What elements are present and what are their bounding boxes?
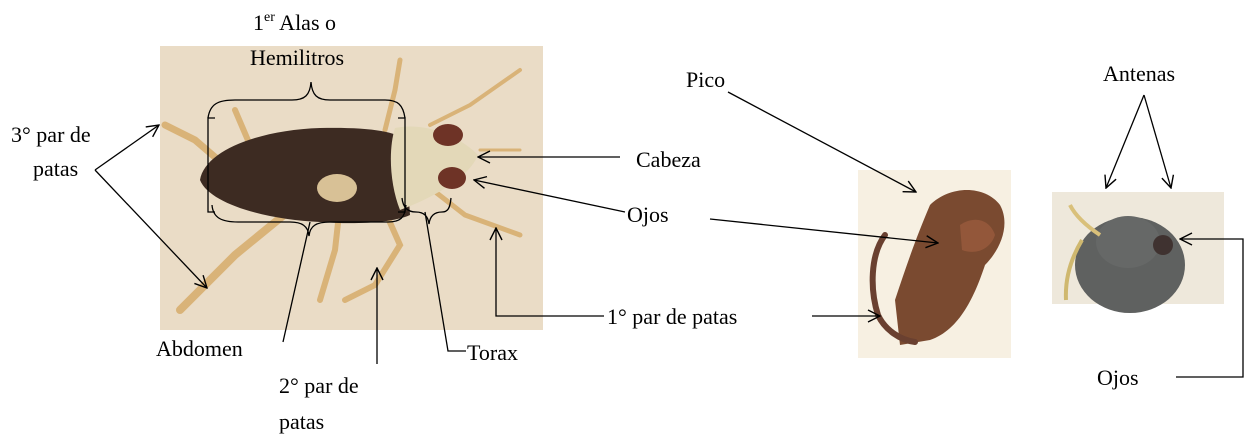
label-abdomen: Abdomen [156,336,243,361]
pico-arrow [728,92,916,192]
insect-photo-antenas [1052,192,1224,313]
label-patas3-line2: patas [33,156,78,181]
label-torax: Torax [467,340,518,365]
label-antenas: Antenas [1103,61,1175,86]
label-patas2-line1: 2° par de [279,373,359,398]
label-alas-line1: 1er Alas o [253,10,336,35]
insect-eye-lower [438,167,466,189]
antenas-right-arrow [1144,95,1171,188]
label-ojos-main: Ojos [627,202,669,227]
label-ojos-right: Ojos [1097,365,1139,390]
label-pico: Pico [686,67,725,92]
label-cabeza: Cabeza [636,147,701,172]
patas3-upper-arrow [95,125,159,170]
label-patas1: 1° par de patas [607,304,737,329]
label-alas-line2: Hemilitros [250,45,344,70]
insect-eye-upper [433,124,463,146]
insect-pale-spot [317,174,357,202]
label-patas2-line2: patas [279,409,324,434]
label-patas3-line1: 3° par de [11,122,91,147]
insect-photo-main [160,46,543,330]
insect-photo-pico [858,170,1011,358]
antenas-left-arrow [1106,95,1144,188]
